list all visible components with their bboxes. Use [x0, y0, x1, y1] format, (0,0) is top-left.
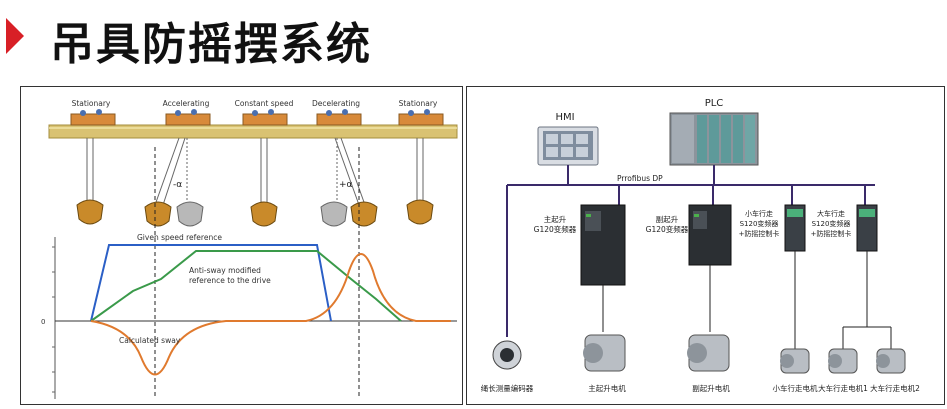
- grab-decelerating: [320, 137, 378, 227]
- gantry-drive-icon: [856, 204, 878, 252]
- aux-hoist-motor-icon: [687, 334, 730, 372]
- hmi-panel-icon: [537, 126, 599, 166]
- anti-sway-principle-panel: Stationary Accelerating Constant speed D…: [20, 86, 463, 405]
- calculated-sway-curve: [90, 253, 451, 376]
- grab-accelerating: [144, 137, 204, 227]
- phase-label-accelerating: Accelerating: [163, 99, 210, 108]
- grab-stationary-2: [406, 138, 434, 225]
- trolley-accelerating: [165, 109, 211, 126]
- main-hoist-motor-icon: [583, 334, 626, 372]
- aux-hoist-drive-label-line2: G120变频器: [646, 224, 689, 234]
- encoder-label: 绳长测量编码器: [481, 383, 534, 393]
- control-system-panel: HMI PLC Prrofibus: [466, 86, 945, 405]
- main-hoist-drive-icon: [580, 204, 626, 286]
- plc-label: PLC: [705, 98, 724, 109]
- main-hoist-drive-label-line1: 主起升: [544, 214, 567, 224]
- axis-zero-label: 0: [41, 318, 45, 326]
- title-bar: 吊具防摇摆系统: [0, 0, 947, 80]
- main-hoist-motor-label: 主起升电机: [588, 383, 626, 393]
- speed-reference-curve: [90, 244, 332, 322]
- grab-stationary-1: [76, 138, 104, 225]
- gantry-drive-label-line1: 大车行走: [817, 209, 845, 218]
- profibus-lines: [506, 165, 875, 337]
- gantry-drive-label-line3: +防摇控制卡: [811, 229, 852, 238]
- trolley-stationary-1: [70, 109, 116, 126]
- encoder-icon: [492, 340, 522, 370]
- gantry-motor-1-label: 大车行走电机1: [818, 383, 868, 393]
- hmi-label: HMI: [555, 112, 574, 123]
- gantry-motor-2-icon: [876, 348, 906, 374]
- aux-hoist-drive-label-line1: 副起升: [656, 215, 679, 224]
- sway-curve-label: Calculated sway: [119, 336, 181, 345]
- trolley-motor-icon: [780, 348, 810, 374]
- profibus-label: Prrofibus DP: [617, 174, 663, 183]
- antisway-curve-label-line1: Anti-sway modified: [189, 266, 261, 275]
- gantry-motor-1-icon: [828, 348, 858, 374]
- antisway-curve-label-line2: reference to the drive: [189, 276, 271, 285]
- title-arrow-icon: [6, 18, 24, 54]
- trolley-constant-speed: [242, 109, 288, 126]
- plc-rack-icon: [669, 112, 759, 166]
- crane-beam: [48, 124, 458, 139]
- gantry-motor-2-label: 大车行走电机2: [870, 383, 920, 393]
- motor-cables: [602, 251, 892, 349]
- phase-label-decelerating: Decelerating: [312, 99, 360, 108]
- phase-label-stationary-1: Stationary: [72, 99, 111, 108]
- trolley-drive-icon: [784, 204, 806, 252]
- phase-label-constant-speed: Constant speed: [235, 99, 294, 108]
- alpha-minus-label: -α: [173, 180, 182, 190]
- graph-y-ticks: [52, 246, 55, 393]
- trolley-decelerating: [316, 109, 362, 126]
- alpha-plus-label: +α: [339, 180, 353, 190]
- speed-curve-label: Given speed reference: [137, 233, 222, 242]
- antisway-reference-curve: [90, 250, 402, 322]
- main-hoist-drive-label-line2: G120变频器: [534, 224, 577, 234]
- trolley-drive-label-line2: S120变频器: [740, 219, 779, 228]
- trolley-drive-label-line1: 小车行走: [745, 209, 773, 218]
- aux-hoist-motor-label: 副起升电机: [692, 383, 730, 393]
- gantry-drive-label-line2: S120变频器: [812, 219, 851, 228]
- trolley-drive-label-line3: +防摇控制卡: [739, 229, 780, 238]
- trolley-stationary-2: [398, 109, 444, 126]
- control-system-diagram: HMI PLC Prrofibus: [481, 98, 920, 393]
- page-title: 吊具防摇摆系统: [50, 19, 372, 70]
- trolley-motor-label: 小车行走电机: [773, 383, 818, 393]
- aux-hoist-drive-icon: [688, 204, 732, 266]
- phase-label-stationary-2: Stationary: [399, 99, 438, 108]
- anti-sway-principle-diagram: Stationary Accelerating Constant speed D…: [41, 99, 458, 399]
- grab-constant-speed: [250, 138, 278, 227]
